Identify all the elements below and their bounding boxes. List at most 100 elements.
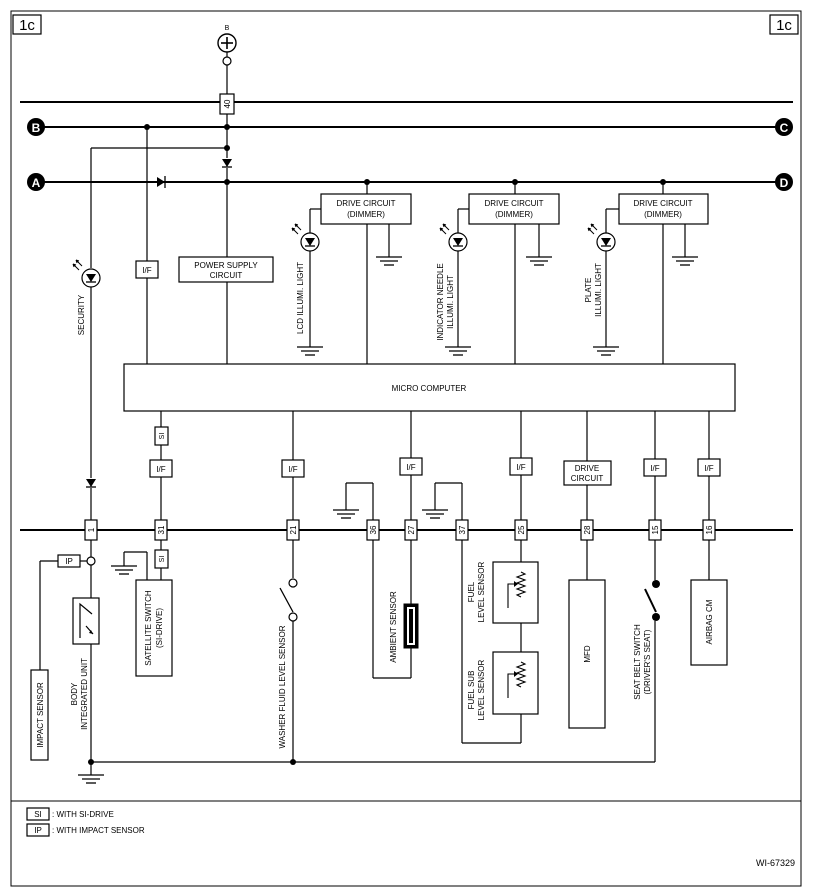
svg-text:CIRCUIT: CIRCUIT xyxy=(210,271,243,280)
ground-icon xyxy=(525,256,553,266)
terminal-number: 27 xyxy=(407,525,416,534)
if-box-ambient: I/F xyxy=(399,457,423,476)
connector-terminal: 37 xyxy=(455,519,469,541)
svg-text:LEVEL SENSOR: LEVEL SENSOR xyxy=(477,659,486,720)
if-box-fuel: I/F xyxy=(509,457,533,476)
ip-box: IP xyxy=(57,554,81,568)
svg-text:AMBIENT SENSOR: AMBIENT SENSOR xyxy=(389,591,398,663)
drive-circuit-dimmer-indicator: DRIVE CIRCUIT (DIMMER) INDICATOR NEEDLE … xyxy=(436,182,560,364)
ground-icon xyxy=(296,346,324,356)
fuel-level-sensor: FUEL LEVEL SENSOR xyxy=(467,561,539,624)
drive-circuit-dimmer-plate: DRIVE CIRCUIT (DIMMER) PLATE ILLUMI. LIG… xyxy=(584,182,709,364)
svg-text:B: B xyxy=(225,25,230,32)
svg-text:ILLUMI. LIGHT: ILLUMI. LIGHT xyxy=(594,263,603,317)
drive-circuit-dimmer-lcd: DRIVE CIRCUIT (DIMMER) LCD ILLUMI. LIGHT xyxy=(291,182,412,364)
bus-a-diode-icon xyxy=(157,176,166,188)
power-supply-circuit: POWER SUPPLY CIRCUIT xyxy=(178,256,274,283)
svg-text:LEVEL SENSOR: LEVEL SENSOR xyxy=(477,561,486,622)
connector-terminal: 31 xyxy=(154,519,168,541)
svg-text:1c: 1c xyxy=(19,17,35,34)
micro-computer: MICRO COMPUTER xyxy=(123,363,736,412)
svg-text:FUEL SUB: FUEL SUB xyxy=(467,671,476,710)
si-box-upper: SI xyxy=(154,426,169,446)
svg-text:SI: SI xyxy=(159,433,166,440)
svg-text:FUEL: FUEL xyxy=(467,581,476,602)
ground-icon xyxy=(592,346,620,356)
mfd: MFD xyxy=(568,579,606,729)
svg-text:ILLUMI. LIGHT: ILLUMI. LIGHT xyxy=(446,275,455,329)
figure-id: WI-67329 xyxy=(756,858,795,868)
svg-text:INDICATOR NEEDLE: INDICATOR NEEDLE xyxy=(436,263,445,341)
svg-text:40: 40 xyxy=(223,99,232,108)
svg-text:C: C xyxy=(780,121,789,135)
svg-text:INTEGRATED UNIT: INTEGRATED UNIT xyxy=(80,658,89,730)
svg-text:AIRBAG CM: AIRBAG CM xyxy=(705,599,714,644)
bus-a-marker xyxy=(27,173,45,191)
connector-terminal: 16 xyxy=(702,519,716,541)
lcd-light-icon xyxy=(291,223,320,252)
svg-text:CIRCUIT: CIRCUIT xyxy=(571,474,604,483)
svg-text:(DIMMER): (DIMMER) xyxy=(495,210,533,219)
security-diode-icon xyxy=(85,478,97,488)
svg-text:(DIMMER): (DIMMER) xyxy=(644,210,682,219)
svg-text:MFD: MFD xyxy=(583,645,592,663)
svg-text:D: D xyxy=(780,176,789,190)
terminal-number: 21 xyxy=(289,525,298,534)
svg-text:DRIVE CIRCUIT: DRIVE CIRCUIT xyxy=(633,199,692,208)
connector-terminal: 28 xyxy=(580,519,594,541)
svg-text:DRIVE CIRCUIT: DRIVE CIRCUIT xyxy=(484,199,543,208)
svg-text:1c: 1c xyxy=(776,17,792,34)
impact-sensor: IMPACT SENSOR xyxy=(30,669,49,761)
connector-terminal: 27 xyxy=(404,519,418,541)
terminal-number: 36 xyxy=(369,525,378,534)
svg-text:DRIVE CIRCUIT: DRIVE CIRCUIT xyxy=(336,199,395,208)
battery-terminal: B xyxy=(217,25,237,66)
ground-icon xyxy=(421,509,449,519)
ground-icon xyxy=(375,256,403,266)
terminal-number: 1 xyxy=(87,527,96,532)
airbag-cm: AIRBAG CM xyxy=(690,579,728,666)
svg-text:: WITH IMPACT SENSOR: : WITH IMPACT SENSOR xyxy=(52,826,145,835)
if-box-satellite-top: I/F xyxy=(135,260,159,279)
ambient-sensor: AMBIENT SENSOR xyxy=(389,591,419,663)
ground-icon xyxy=(444,346,472,356)
svg-text:(SI-DRIVE): (SI-DRIVE) xyxy=(155,608,164,648)
svg-text:IP: IP xyxy=(34,826,42,835)
diagram-frame xyxy=(10,10,802,887)
seat-belt-switch: SEAT BELT SWITCH (DRIVER'S SEAT) xyxy=(633,580,660,700)
ground-icon xyxy=(671,256,699,266)
drive-circuit-mfd: DRIVE CIRCUIT xyxy=(563,460,612,486)
ground-icon xyxy=(332,509,360,519)
svg-text:(DRIVER'S SEAT): (DRIVER'S SEAT) xyxy=(643,629,652,694)
bus-c-marker xyxy=(775,118,793,136)
power-diode-icon xyxy=(221,158,233,168)
svg-text:IP: IP xyxy=(65,557,73,566)
legend-ip: IP : WITH IMPACT SENSOR xyxy=(26,823,145,837)
indicator-light-icon xyxy=(439,223,468,252)
svg-text:LCD ILLUMI. LIGHT: LCD ILLUMI. LIGHT xyxy=(296,262,305,334)
svg-text:I/F: I/F xyxy=(406,463,415,472)
svg-text:BODY: BODY xyxy=(70,682,79,705)
connector-terminal: 21 xyxy=(286,519,300,541)
svg-text:I/F: I/F xyxy=(650,464,659,473)
svg-text:DRIVE: DRIVE xyxy=(575,464,599,473)
svg-text:B: B xyxy=(32,121,41,135)
legend-si: SI : WITH SI-DRIVE xyxy=(26,807,114,821)
plate-light-icon xyxy=(587,223,616,252)
svg-text:I/F: I/F xyxy=(704,464,713,473)
terminal-number: 25 xyxy=(517,525,526,534)
svg-text:A: A xyxy=(32,176,41,190)
si-box-lower: SI xyxy=(154,549,169,569)
page-marker-right: 1c xyxy=(769,14,799,35)
security-indicator-icon xyxy=(72,259,101,288)
page-marker-left: 1c xyxy=(12,14,42,35)
if-box-washer: I/F xyxy=(281,459,305,478)
svg-text:PLATE: PLATE xyxy=(584,278,593,303)
svg-text:SI: SI xyxy=(159,556,166,563)
svg-text:: WITH SI-DRIVE: : WITH SI-DRIVE xyxy=(52,810,114,819)
ground-icon xyxy=(110,565,138,575)
terminal-number: 37 xyxy=(458,525,467,534)
svg-text:I/F: I/F xyxy=(516,463,525,472)
